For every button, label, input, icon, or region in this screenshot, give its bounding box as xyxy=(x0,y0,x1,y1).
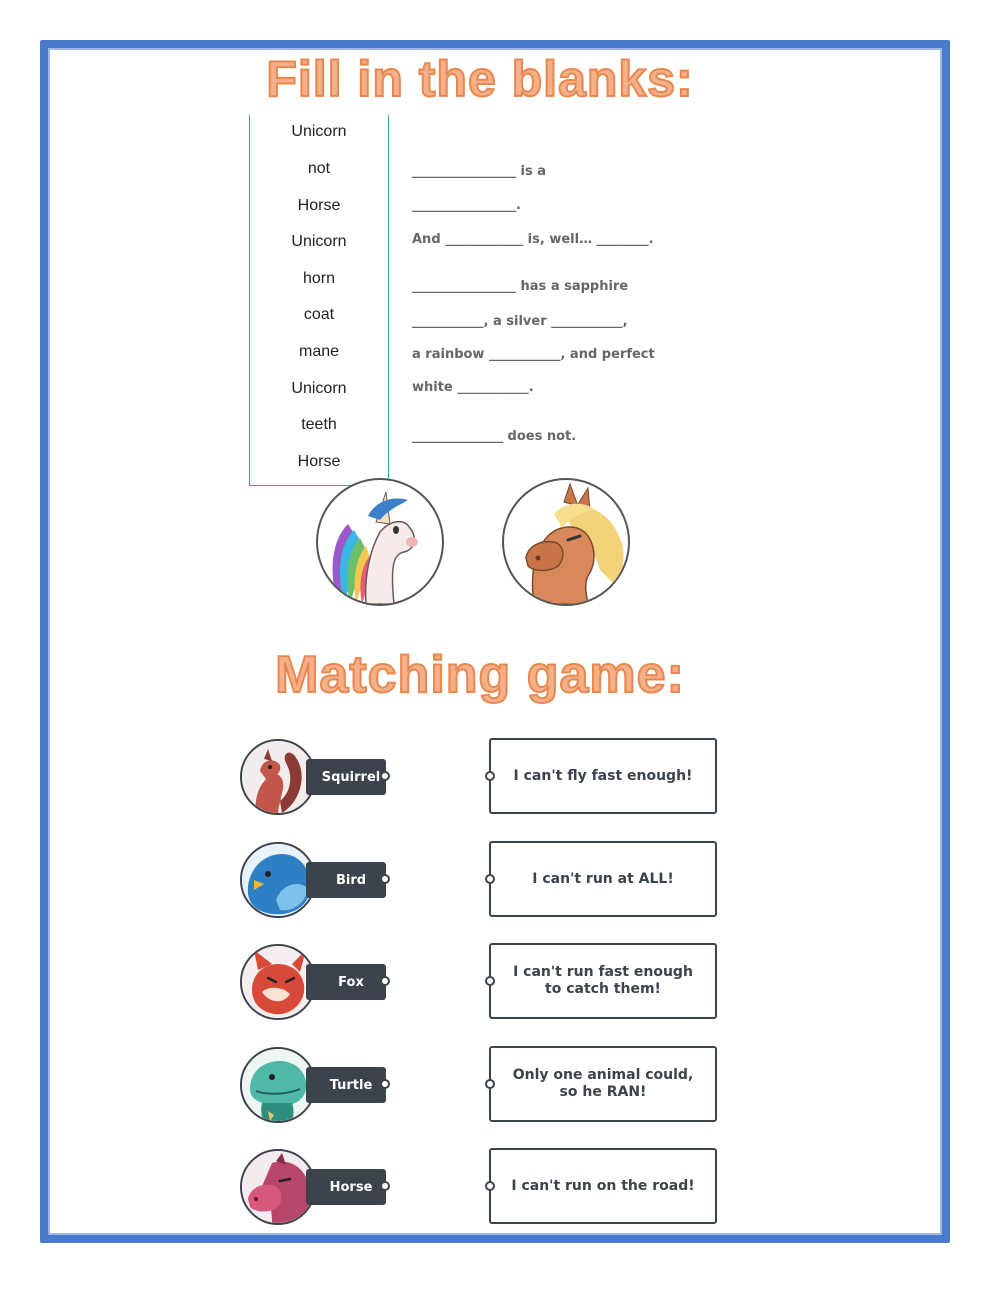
word-bank-item[interactable]: coat xyxy=(303,306,335,323)
animal-turtle[interactable]: Turtle xyxy=(240,1047,390,1125)
animal-label: Squirrel xyxy=(306,759,386,795)
word-bank-item[interactable]: teeth xyxy=(301,416,337,433)
connector-dot[interactable] xyxy=(380,1181,390,1191)
word-bank-item[interactable]: Horse xyxy=(297,453,341,470)
answer-text: I can't fly fast enough! xyxy=(513,767,693,784)
animal-label: Horse xyxy=(306,1169,386,1205)
sentence-line: And ____________ is, well… ________. xyxy=(412,232,654,247)
connector-dot[interactable] xyxy=(380,771,390,781)
animal-squirrel[interactable]: Squirrel xyxy=(240,739,390,817)
animal-horse[interactable]: Horse xyxy=(240,1149,390,1227)
matching-heading: Matching game: xyxy=(274,645,685,705)
connector-dot[interactable] xyxy=(485,1181,495,1191)
connector-dot[interactable] xyxy=(485,874,495,884)
connector-dot[interactable] xyxy=(380,1079,390,1089)
sentence-line: ________________. xyxy=(412,198,521,213)
answer-card[interactable]: Only one animal could, so he RAN! xyxy=(485,1046,717,1122)
unicorn-image xyxy=(316,478,444,606)
bird-icon xyxy=(240,842,316,918)
animal-label: Bird xyxy=(306,862,386,898)
connector-dot[interactable] xyxy=(485,1079,495,1089)
word-bank-item[interactable]: Unicorn xyxy=(291,123,347,140)
word-bank-item[interactable]: horn xyxy=(302,270,336,287)
animal-label: Fox xyxy=(306,964,386,1000)
word-bank-item[interactable]: Horse xyxy=(297,197,341,214)
squirrel-icon xyxy=(240,739,316,815)
answer-card[interactable]: I can't fly fast enough! xyxy=(485,738,717,814)
answer-text: Only one animal could, so he RAN! xyxy=(512,1067,694,1100)
word-bank-item[interactable]: Unicorn xyxy=(291,380,347,397)
page-border xyxy=(40,40,950,1243)
sentence-line: ________________ has a sapphire xyxy=(412,279,629,294)
sentence-line: ______________ does not. xyxy=(412,429,577,444)
connector-dot[interactable] xyxy=(485,976,495,986)
fill-in-heading: Fill in the blanks: xyxy=(265,50,694,108)
horse-image xyxy=(502,478,630,606)
connector-dot[interactable] xyxy=(485,771,495,781)
animal-bird[interactable]: Bird xyxy=(240,842,390,920)
connector-dot[interactable] xyxy=(380,976,390,986)
word-bank-item[interactable]: mane xyxy=(298,343,340,360)
sentence-line: ________________ is a xyxy=(412,164,547,179)
sentence-line: ___________, a silver ___________, xyxy=(412,314,628,329)
fox-icon xyxy=(240,944,316,1020)
connector-dot[interactable] xyxy=(380,874,390,884)
answer-text: I can't run on the road! xyxy=(511,1177,695,1194)
animal-fox[interactable]: Fox xyxy=(240,944,390,1022)
answer-card[interactable]: I can't run at ALL! xyxy=(485,841,717,917)
answer-card[interactable]: I can't run on the road! xyxy=(485,1148,717,1224)
word-bank-item[interactable]: not xyxy=(307,160,331,177)
answer-text: I can't run fast enough to catch them! xyxy=(513,964,693,997)
horse-icon xyxy=(240,1149,316,1225)
turtle-icon xyxy=(240,1047,316,1123)
sentence-line: white ___________. xyxy=(412,380,534,395)
sentence-line: a rainbow ___________, and perfect xyxy=(412,347,655,362)
word-bank: Unicorn not Horse Unicorn horn coat mane… xyxy=(249,115,389,486)
answer-text: I can't run at ALL! xyxy=(532,870,674,887)
animal-label: Turtle xyxy=(306,1067,386,1103)
answer-card[interactable]: I can't run fast enough to catch them! xyxy=(485,943,717,1019)
word-bank-item[interactable]: Unicorn xyxy=(291,233,347,250)
